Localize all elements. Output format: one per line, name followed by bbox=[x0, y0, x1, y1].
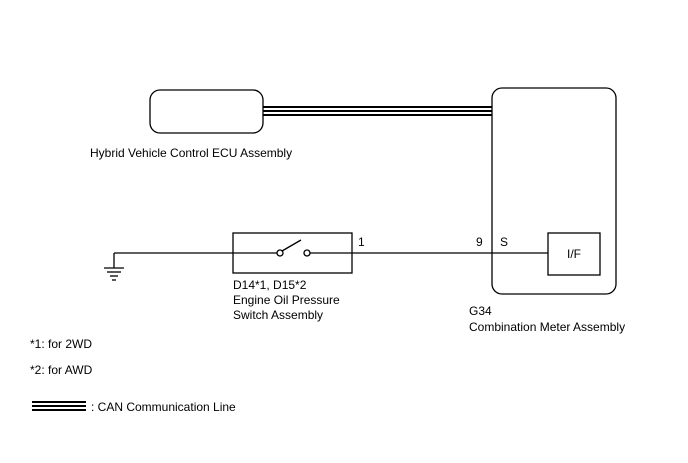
ecu-box bbox=[149, 89, 264, 134]
ecu-label: Hybrid Vehicle Control ECU Assembly bbox=[90, 146, 292, 160]
switch-pin-number: 1 bbox=[358, 235, 365, 249]
note-awd: *2: for AWD bbox=[30, 363, 93, 377]
can-legend-label: : CAN Communication Line bbox=[91, 400, 236, 414]
can-bus-lines bbox=[263, 106, 492, 116]
interface-box bbox=[547, 232, 601, 276]
note-2wd: *1: for 2WD bbox=[30, 337, 92, 351]
switch-icon bbox=[233, 239, 352, 257]
can-legend-swatch bbox=[32, 401, 86, 411]
meter-pin-name: S bbox=[500, 235, 508, 249]
meter-label: Combination Meter Assembly bbox=[469, 320, 625, 334]
combination-meter-box bbox=[491, 87, 617, 295]
switch-label-line1: Engine Oil Pressure bbox=[233, 293, 340, 307]
switch-code: D14*1, D15*2 bbox=[233, 278, 307, 292]
interface-label: I/F bbox=[567, 247, 581, 261]
ground-icon bbox=[104, 253, 124, 281]
meter-code: G34 bbox=[469, 304, 492, 318]
switch-label-line2: Switch Assembly bbox=[233, 308, 323, 322]
meter-pin-number: 9 bbox=[476, 235, 483, 249]
